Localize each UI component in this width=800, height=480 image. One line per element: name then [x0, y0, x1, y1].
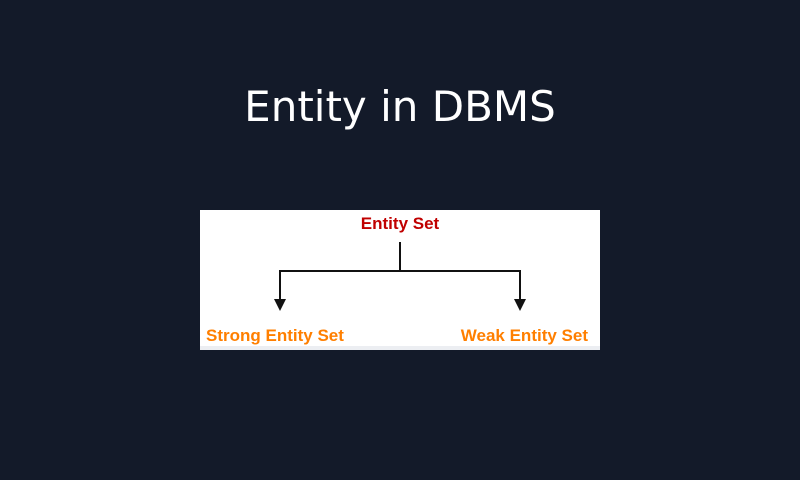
page-title: Entity in DBMS	[244, 82, 556, 131]
node-strong-entity-set: Strong Entity Set	[206, 326, 344, 345]
arrow-down-icon	[274, 299, 286, 311]
node-weak-entity-set: Weak Entity Set	[460, 326, 588, 345]
node-entity-set: Entity Set	[360, 214, 440, 233]
arrow-down-icon	[514, 299, 526, 311]
connector-lines	[274, 242, 526, 311]
entity-hierarchy-diagram: Entity Set Strong Entity Set Weak Entity…	[200, 210, 600, 350]
card-bottom-strip	[200, 346, 600, 350]
